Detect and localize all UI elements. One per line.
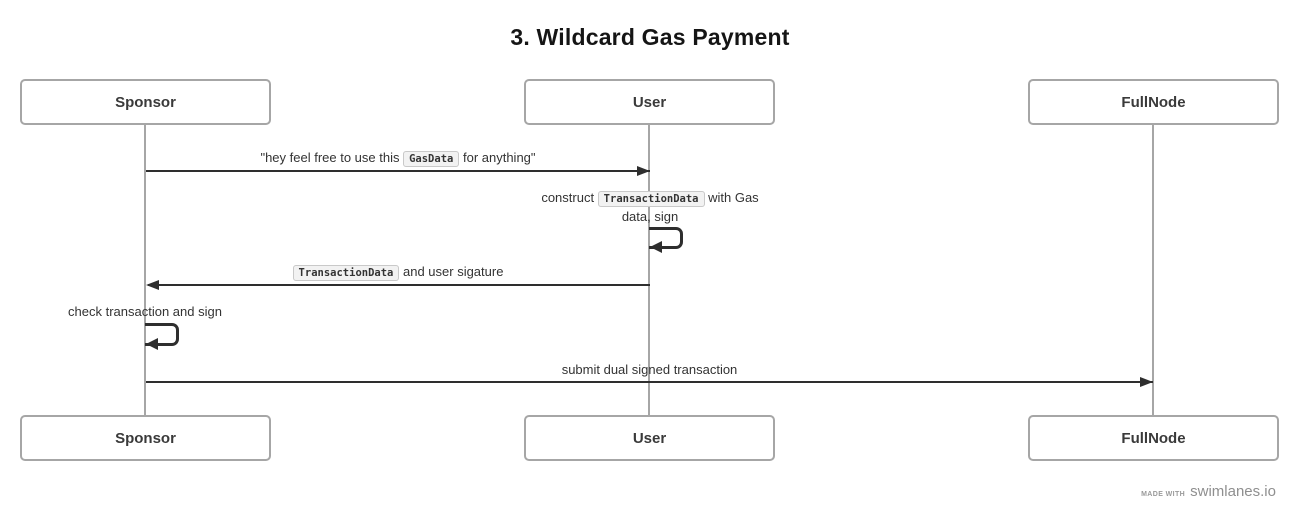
actor-label: User <box>632 93 667 111</box>
message-label-4: check transaction and sign <box>15 303 275 321</box>
actor-label: Sponsor <box>115 93 176 111</box>
message-text: for anything" <box>459 150 536 165</box>
actor-box-fullnode-top: FullNode <box>1028 79 1279 125</box>
actor-label: FullNode <box>1121 429 1186 447</box>
actor-label: FullNode <box>1121 93 1186 111</box>
message-arrow-1 <box>146 170 650 172</box>
message-arrow-3 <box>148 284 650 286</box>
arrowhead-right-icon <box>637 166 650 176</box>
lifeline-sponsor <box>144 125 146 415</box>
message-label-2: construct TransactionData with Gas data,… <box>532 189 768 226</box>
message-label-5: submit dual signed transaction <box>146 361 1153 379</box>
message-text: with Gas data, sign <box>621 190 759 224</box>
code-chip-transactiondata: TransactionData <box>597 191 705 207</box>
message-text: "hey feel free to use this <box>260 150 404 165</box>
message-text: submit dual signed transaction <box>561 362 738 377</box>
diagram-title: 3. Wildcard Gas Payment <box>510 24 790 50</box>
self-loop-sponsor <box>145 323 179 346</box>
self-arrowhead-icon <box>146 338 158 350</box>
message-label-1: "hey feel free to use this GasData for a… <box>146 149 650 168</box>
code-chip-transactiondata: TransactionData <box>292 265 400 281</box>
actor-box-user-top: User <box>524 79 775 125</box>
message-arrow-5 <box>146 381 1153 383</box>
self-loop-user <box>649 227 683 249</box>
actor-box-sponsor-bottom: Sponsor <box>20 415 271 461</box>
message-text: and user sigature <box>399 264 504 279</box>
actor-box-user-bottom: User <box>524 415 775 461</box>
lifeline-fullnode <box>1152 125 1154 415</box>
message-text: construct <box>541 190 598 205</box>
arrowhead-left-icon <box>146 280 159 290</box>
message-label-3: TransactionData and user sigature <box>146 263 650 282</box>
lifeline-user <box>648 125 650 415</box>
made-with-label: MADE WITH <box>1141 491 1186 498</box>
actor-label: User <box>632 429 667 447</box>
code-chip-gasdata: GasData <box>403 151 460 167</box>
footer: MADE WITH swimlanes.io <box>1141 483 1276 500</box>
swimlanes-brand-link[interactable]: swimlanes.io <box>1190 483 1276 500</box>
actor-label: Sponsor <box>115 429 176 447</box>
self-arrowhead-icon <box>650 241 662 253</box>
message-text: check transaction and sign <box>68 304 222 319</box>
actor-box-fullnode-bottom: FullNode <box>1028 415 1279 461</box>
arrowhead-right-icon <box>1140 377 1153 387</box>
actor-box-sponsor-top: Sponsor <box>20 79 271 125</box>
